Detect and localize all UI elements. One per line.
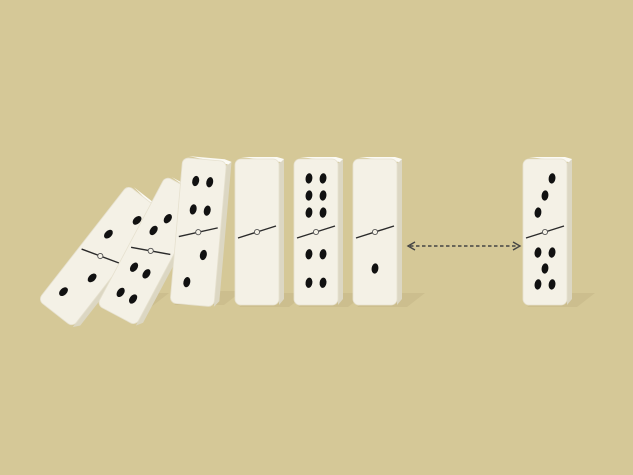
domino-last-bottom-half-pip bbox=[534, 247, 542, 258]
domino-6-side bbox=[397, 159, 402, 305]
domino-5-bottom-half-pip bbox=[319, 249, 327, 260]
domino-5-top-half-pip bbox=[305, 173, 313, 184]
domino-3-bottom-half-pip bbox=[199, 249, 207, 261]
domino-5-top-half-pip bbox=[319, 173, 327, 184]
domino-last-bottom-half-pip bbox=[548, 247, 556, 258]
domino-5-top-half-pip bbox=[319, 190, 327, 201]
gap-connector bbox=[406, 241, 522, 251]
domino-2-bottom-half-pip bbox=[128, 294, 138, 304]
domino-5-top-half-pip bbox=[305, 207, 313, 218]
domino-6-spinner bbox=[371, 228, 379, 236]
domino-4-side bbox=[279, 159, 284, 305]
domino-1-top-half-pip bbox=[104, 229, 113, 239]
domino-1-bottom-half-pip bbox=[87, 273, 97, 283]
arrow-left-icon bbox=[406, 241, 416, 251]
domino-5-bottom-half-pip bbox=[305, 249, 313, 260]
domino-last-side bbox=[567, 159, 572, 305]
domino-1-bottom-half-pip bbox=[59, 287, 68, 297]
domino-row bbox=[40, 156, 572, 328]
domino-3-side bbox=[213, 161, 232, 307]
domino-3-bottom-half-pip bbox=[183, 277, 191, 288]
domino-3-spinner bbox=[195, 229, 202, 236]
domino-3-top-half-pip bbox=[192, 175, 200, 187]
domino-3-top-half-pip bbox=[203, 205, 211, 216]
domino-2-bottom-half-pip bbox=[116, 287, 125, 298]
domino-2-bottom-half-pip bbox=[142, 269, 151, 279]
domino-6-bottom-half-pip bbox=[371, 263, 379, 274]
arrow-right-icon bbox=[512, 241, 522, 251]
domino-last-top-half-pip bbox=[548, 173, 556, 184]
domino-5-top-half-pip bbox=[319, 207, 327, 218]
domino-5-spinner bbox=[312, 228, 320, 236]
domino-last-bottom-half-pip bbox=[541, 263, 549, 274]
domino-last bbox=[522, 157, 572, 306]
domino-5-bottom-half-pip bbox=[305, 277, 313, 288]
domino-2-top-half-pip bbox=[163, 213, 172, 224]
domino-3-top-half-pip bbox=[206, 177, 214, 188]
domino-3 bbox=[170, 156, 232, 307]
domino-1-top-half-pip bbox=[132, 216, 142, 225]
domino-last-top-half-pip bbox=[541, 190, 549, 201]
domino-2-top-half-pip bbox=[149, 225, 158, 236]
domino-last-spinner bbox=[541, 228, 549, 236]
domino-4 bbox=[234, 157, 284, 306]
domino-last-bottom-half-pip bbox=[548, 279, 556, 290]
domino-5 bbox=[293, 157, 343, 306]
domino-1-spinner bbox=[97, 252, 104, 260]
domino-5-bottom-half-pip bbox=[319, 277, 327, 288]
domino-last-bottom-half-pip bbox=[534, 279, 542, 290]
domino-2-bottom-half-pip bbox=[129, 262, 139, 272]
domino-5-top-half-pip bbox=[305, 190, 313, 201]
domino-last-top-half-pip bbox=[534, 207, 542, 218]
domino-3-top-half-pip bbox=[189, 204, 197, 215]
domino-6 bbox=[352, 157, 402, 306]
domino-4-spinner bbox=[253, 228, 261, 236]
domino-2-spinner bbox=[147, 247, 154, 254]
domino-5-side bbox=[338, 159, 343, 305]
